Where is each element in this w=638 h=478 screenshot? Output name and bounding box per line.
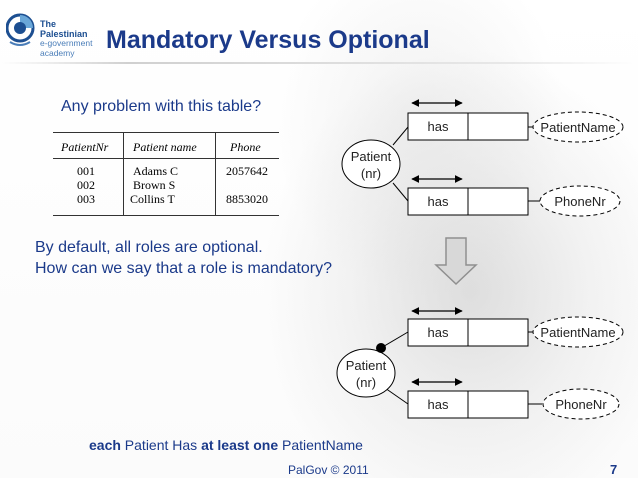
table-bottom-border	[53, 215, 279, 216]
table-cell: Adams C	[133, 164, 178, 178]
table-cell: 002	[77, 178, 95, 192]
value-type-label: PatientName	[540, 325, 615, 340]
mandatory-role-dot-icon	[376, 343, 386, 353]
value-type-shape	[532, 316, 624, 348]
table-header-border	[53, 158, 279, 159]
paragraph-line-1: By default, all roles are optional.	[35, 239, 263, 256]
role-label: has	[428, 194, 449, 209]
rule-word-at-least-one: at least one	[201, 437, 279, 453]
entity-ref: (nr)	[356, 375, 376, 390]
palgov-logo: The Palestinian e-government academy	[5, 8, 104, 57]
question-text: Any problem with this table?	[61, 98, 262, 115]
fact-role-box	[407, 318, 469, 347]
paragraph-line-2: How can we say that a role is mandatory?	[35, 260, 333, 277]
orm-diagram-bottom: Patient (nr) has has PatientName PhoneNr	[336, 307, 624, 420]
value-type-shape	[542, 388, 620, 420]
role-connector	[392, 126, 409, 146]
fact-role-box	[467, 187, 529, 216]
logo-line-3: academy	[40, 47, 75, 58]
fact-role-box	[467, 112, 529, 141]
logo-emblem-icon	[5, 13, 35, 46]
patient-table: PatientNr Patient name Phone 001 Adams C…	[53, 132, 279, 216]
slide-title: Mandatory Versus Optional	[106, 26, 430, 54]
fact-role-box	[467, 318, 529, 347]
entity-name: Patient	[351, 149, 392, 164]
table-header-patientnr: PatientNr	[61, 140, 109, 154]
role-label: has	[428, 325, 449, 340]
fact-role-box	[407, 390, 469, 419]
copyright-text: PalGov © 2011	[288, 463, 369, 477]
value-type-shape	[539, 185, 621, 217]
role-label: has	[428, 119, 449, 134]
value-type-label: PhoneNr	[554, 194, 606, 209]
role-connector	[380, 331, 409, 349]
table-cell: 2057642	[226, 164, 268, 178]
title-divider	[0, 62, 638, 64]
table-top-border	[53, 132, 279, 133]
table-col-divider	[215, 132, 216, 216]
role-connector	[392, 182, 409, 202]
logo-line-2: e-government	[40, 38, 93, 48]
table-cell: 8853020	[226, 192, 268, 206]
fact-role-box	[467, 390, 529, 419]
logo-line-1: The Palestinian	[40, 19, 88, 39]
entity-ref: (nr)	[361, 166, 381, 181]
rule-word-patient-has: Patient Has	[120, 437, 202, 453]
table-col-divider	[123, 132, 124, 216]
rule-word-patientname: PatientName	[278, 437, 363, 453]
page-number: 7	[610, 462, 618, 477]
table-cell: 001	[77, 164, 95, 178]
entity-name: Patient	[346, 358, 387, 373]
table-cell: 003	[77, 192, 95, 206]
table-header-phone: Phone	[230, 140, 261, 154]
role-connector	[384, 387, 409, 405]
table-header-patient-name: Patient name	[133, 140, 197, 154]
fact-role-box	[407, 112, 469, 141]
value-type-label: PatientName	[540, 120, 615, 135]
rule-word-each: each	[89, 437, 121, 453]
value-type-label: PhoneNr	[555, 397, 607, 412]
patient-entity-shape	[336, 348, 396, 398]
down-arrow-icon	[434, 237, 478, 286]
role-label: has	[428, 397, 449, 412]
table-cell: Brown S	[133, 178, 176, 192]
table-cell: Collins T	[130, 192, 175, 206]
patient-entity-shape	[341, 139, 401, 189]
mandatory-rule-text: each Patient Has at least one PatientNam…	[89, 437, 363, 453]
value-type-shape	[532, 111, 624, 143]
orm-diagram-top: Patient (nr) has has PatientName PhoneNr	[341, 99, 624, 217]
